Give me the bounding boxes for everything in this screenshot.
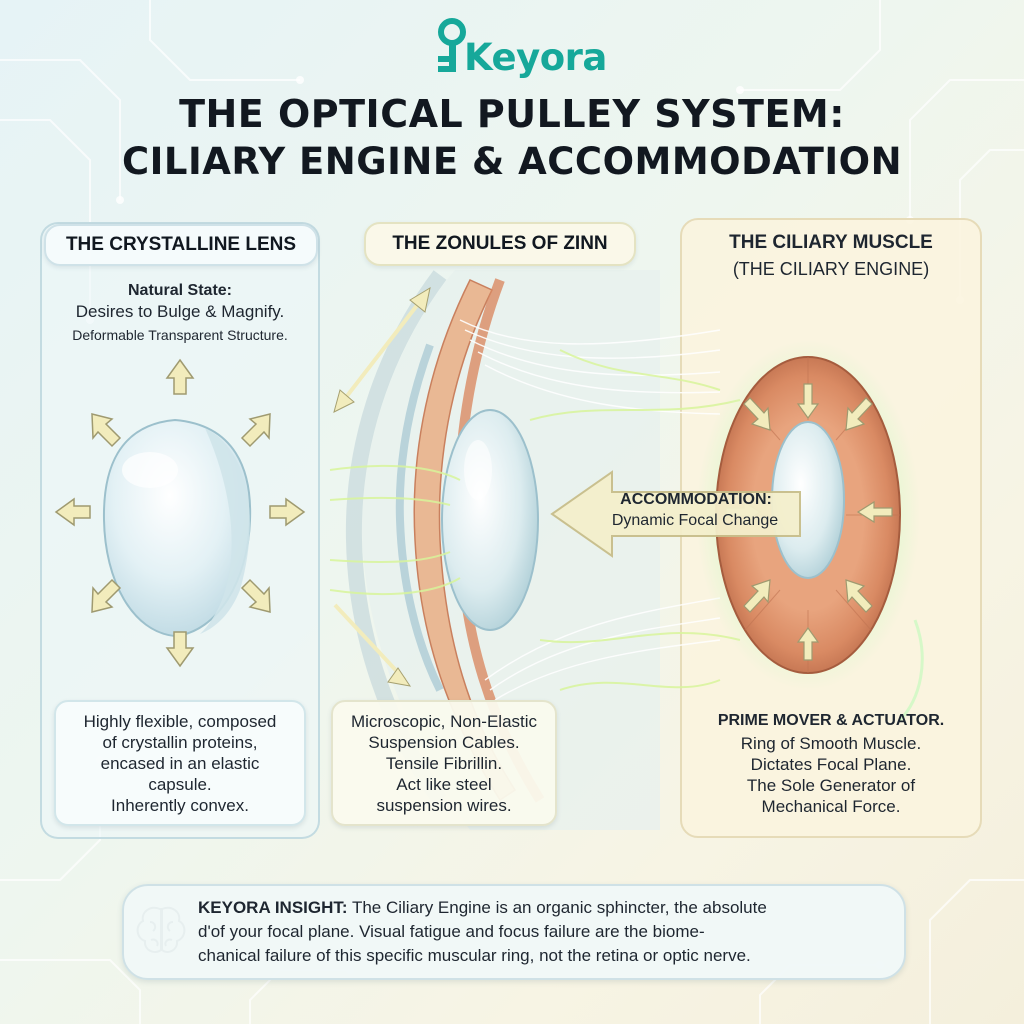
energy-beams (329, 349, 741, 691)
tension-arrows (333, 293, 427, 682)
ring-rotation-arrow (898, 619, 924, 722)
insight-box (122, 884, 906, 980)
zonules-description-card: Microscopic, Non-Elastic Suspension Cabl… (331, 700, 557, 826)
lens-bulge-arrows (54, 358, 306, 668)
page-title-line-2: CILIARY ENGINE & ACCOMMODATION (121, 140, 903, 183)
lens-state-label: Natural State: (127, 282, 233, 299)
lens-description-card: Highly flexible, composed of crystallin … (54, 700, 306, 826)
ciliary-heading: THE CILIARY MUSCLE (729, 232, 933, 253)
ciliary-desc-line: The Sole Generator of (746, 776, 916, 795)
zonules-desc-line: Suspension Cables. (368, 732, 520, 752)
crystalline-lens (102, 418, 252, 638)
tension-arrow-heads (333, 286, 431, 687)
ciliary-desc-line: Mechanical Force. (761, 797, 901, 816)
ciliary-inward-arrows (725, 383, 893, 661)
insight-line-1-text: The Ciliary Engine is an organic sphinct… (347, 898, 767, 917)
insight-line-1: KEYORA INSIGHT: The Ciliary Engine is an… (198, 896, 898, 920)
zonules-desc-line: Act like steel (396, 774, 492, 794)
ciliary-desc-title: PRIME MOVER & ACTUATOR. (717, 712, 945, 729)
ciliary-desc-line: Ring of Smooth Muscle. (740, 734, 922, 753)
lens-desc-line: encased in an elastic (100, 753, 260, 773)
accommodation-sublabel: Dynamic Focal Change (611, 512, 779, 529)
zonules-desc-line: Tensile Fibrillin. (385, 753, 503, 773)
lens-state-line-1: Desires to Bulge & Magnify. (75, 302, 285, 321)
lens-state-line-2: Deformable Transparent Structure. (72, 327, 288, 343)
page-title-line-1: THE OPTICAL PULLEY SYSTEM: (179, 92, 845, 136)
zonules-desc-line: Microscopic, Non-Elastic (350, 711, 538, 731)
insight-text: KEYORA INSIGHT: The Ciliary Engine is an… (198, 896, 898, 968)
lens-desc-line: Highly flexible, composed (83, 711, 277, 731)
zonules-heading: THE ZONULES OF ZINN (364, 222, 636, 266)
lens-heading: THE CRYSTALLINE LENS (44, 224, 318, 266)
logo-wordmark: Keyora (464, 36, 607, 79)
accommodation-label: ACCOMMODATION: (620, 491, 772, 508)
insight-label: KEYORA INSIGHT: (198, 898, 348, 917)
key-icon (438, 18, 466, 72)
brand-logo: Keyora (434, 14, 607, 84)
ciliary-desc-line: Dictates Focal Plane. (750, 755, 912, 774)
insight-line-3: chanical failure of this specific muscul… (198, 946, 751, 965)
zonules-desc-line: suspension wires. (376, 795, 512, 815)
ciliary-subheading: (THE CILIARY ENGINE) (732, 259, 930, 279)
accommodation-arrow (550, 470, 801, 558)
lens-desc-line: Inherently convex. (111, 795, 249, 815)
lens-desc-line: of crystallin proteins, (102, 732, 258, 752)
lens-desc-line: capsule. (148, 774, 212, 794)
insight-line-2: d'of your focal plane. Visual fatigue an… (198, 922, 705, 941)
